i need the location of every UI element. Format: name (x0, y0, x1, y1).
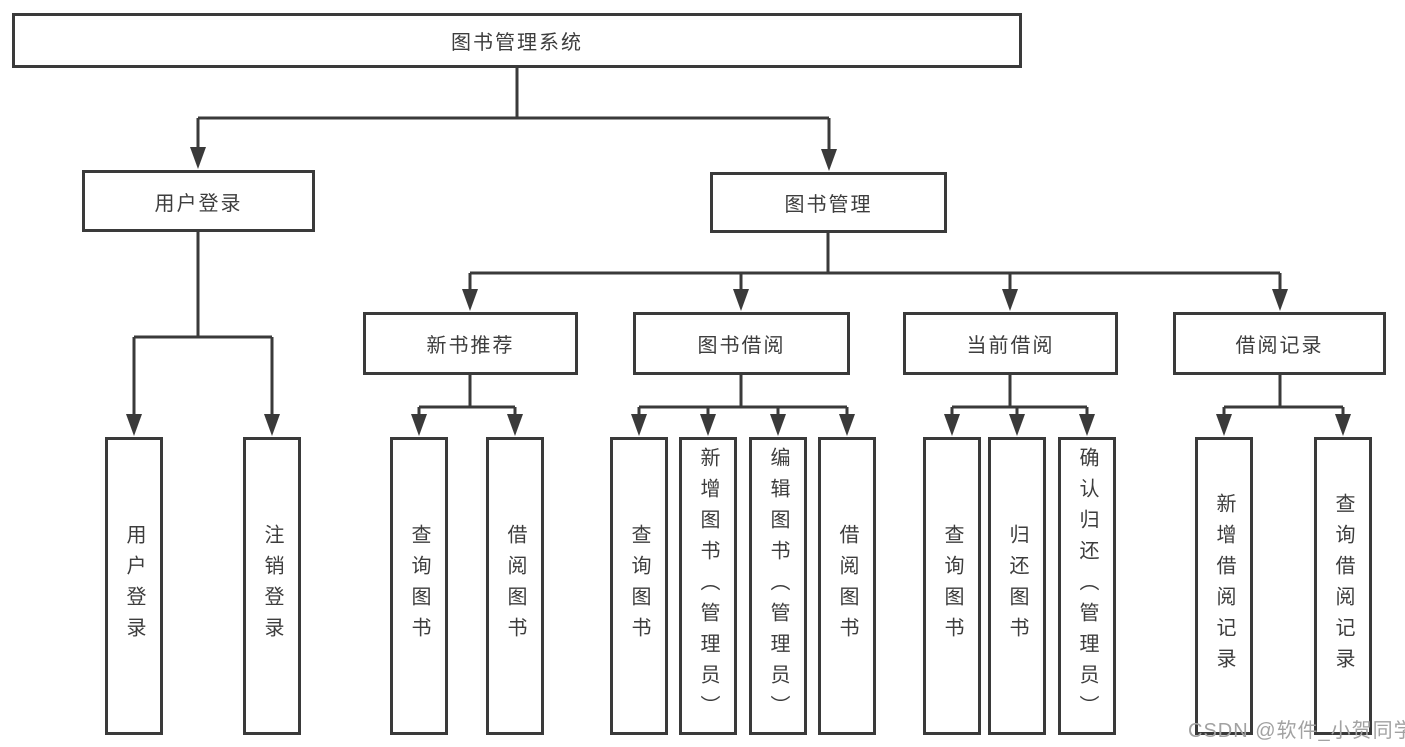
connector-bookmgmt-to-level3 (468, 233, 1282, 292)
arrowhead (1002, 289, 1018, 311)
leaf-borrow-add-book-admin: 新增图书（管理员） (679, 437, 737, 735)
arrowhead (462, 289, 478, 311)
node-user-login: 用户登录 (82, 170, 315, 232)
arrowhead (507, 414, 523, 436)
arrowhead (733, 289, 749, 311)
leaf-borrow-query-book: 查询图书 (610, 437, 668, 735)
arrowhead (126, 414, 142, 436)
leaf-logout: 注销登录 (243, 437, 301, 735)
arrowhead (631, 414, 647, 436)
leaf-records-query-record: 查询借阅记录 (1314, 437, 1372, 735)
leaf-current-query-book: 查询图书 (923, 437, 981, 735)
leaf-borrow-borrow-book: 借阅图书 (818, 437, 876, 735)
connector-current-to-leaves (950, 375, 1089, 416)
leaf-recommend-query-book: 查询图书 (390, 437, 448, 735)
arrowhead (1272, 289, 1288, 311)
connector-newbook-to-leaves (417, 375, 517, 416)
arrowhead (700, 414, 716, 436)
arrowhead (411, 414, 427, 436)
arrowhead (264, 414, 280, 436)
node-book-borrow: 图书借阅 (633, 312, 850, 375)
node-current-borrow: 当前借阅 (903, 312, 1118, 375)
leaf-user-login: 用户登录 (105, 437, 163, 735)
connector-borrow-to-leaves (637, 375, 849, 416)
node-borrow-records: 借阅记录 (1173, 312, 1386, 375)
connector-root-to-level2 (196, 68, 831, 152)
node-root: 图书管理系统 (12, 13, 1022, 68)
node-book-management: 图书管理 (710, 172, 947, 233)
arrowhead (839, 414, 855, 436)
arrowhead (1079, 414, 1095, 436)
leaf-borrow-edit-book-admin: 编辑图书（管理员） (749, 437, 807, 735)
connector-userlogin-to-leaves (132, 232, 274, 416)
arrowhead (821, 149, 837, 171)
arrowhead (190, 147, 206, 169)
arrowhead (1009, 414, 1025, 436)
node-new-book-recommend: 新书推荐 (363, 312, 578, 375)
leaf-records-add-record: 新增借阅记录 (1195, 437, 1253, 735)
watermark: CSDN @软件_小贺同学 (1188, 720, 1405, 742)
leaf-current-return-book: 归还图书 (988, 437, 1046, 735)
connector-records-to-leaves (1222, 375, 1345, 416)
arrowhead (1335, 414, 1351, 436)
leaf-recommend-borrow-book: 借阅图书 (486, 437, 544, 735)
arrowhead (944, 414, 960, 436)
arrowhead (770, 414, 786, 436)
leaf-current-confirm-return-admin: 确认归还（管理员） (1058, 437, 1116, 735)
arrowhead (1216, 414, 1232, 436)
